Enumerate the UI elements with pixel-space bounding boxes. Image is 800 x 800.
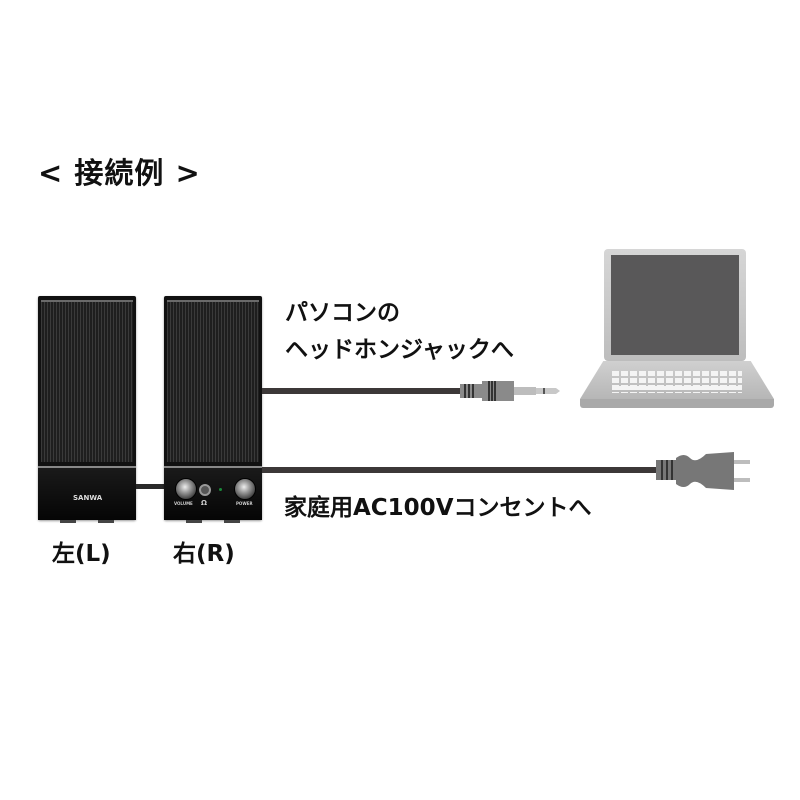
audio-cable bbox=[262, 388, 462, 394]
speaker-grille bbox=[167, 300, 259, 462]
headphone-icon: Ω bbox=[201, 499, 207, 507]
speaker-base: VOLUME Ω POWER bbox=[164, 466, 262, 520]
power-label: POWER bbox=[236, 501, 253, 506]
volume-knob[interactable] bbox=[175, 478, 197, 500]
laptop-front-edge bbox=[580, 399, 774, 408]
laptop-icon bbox=[604, 249, 746, 361]
volume-label: VOLUME bbox=[174, 501, 193, 506]
speaker-base: SANWA bbox=[38, 466, 136, 520]
audio-label-line2: ヘッドホンジャックへ bbox=[285, 337, 514, 363]
speaker-foot bbox=[98, 520, 114, 523]
speaker-foot bbox=[224, 520, 240, 523]
stereo-plug-icon bbox=[460, 381, 560, 401]
laptop-screen bbox=[611, 255, 739, 355]
speaker-foot bbox=[186, 520, 202, 523]
laptop-spacebar bbox=[618, 386, 738, 390]
power-knob[interactable] bbox=[234, 478, 256, 500]
speaker-grille bbox=[41, 300, 133, 462]
headphone-jack[interactable] bbox=[199, 484, 211, 496]
left-speaker: SANWA bbox=[38, 296, 136, 523]
right-speaker-label: 右(R) bbox=[173, 541, 235, 567]
power-led bbox=[219, 488, 222, 491]
power-cable bbox=[262, 467, 662, 473]
brand-logo: SANWA bbox=[73, 494, 103, 502]
speaker-foot bbox=[60, 520, 76, 523]
audio-label-line1: パソコンの bbox=[285, 300, 400, 326]
right-speaker: VOLUME Ω POWER bbox=[164, 296, 262, 523]
power-label: 家庭用AC100Vコンセントへ bbox=[284, 495, 592, 521]
diagram-title: < 接続例 > bbox=[38, 156, 201, 190]
inter-speaker-cable bbox=[136, 484, 164, 489]
left-speaker-label: 左(L) bbox=[52, 541, 111, 567]
ac-power-plug-icon bbox=[656, 452, 750, 490]
